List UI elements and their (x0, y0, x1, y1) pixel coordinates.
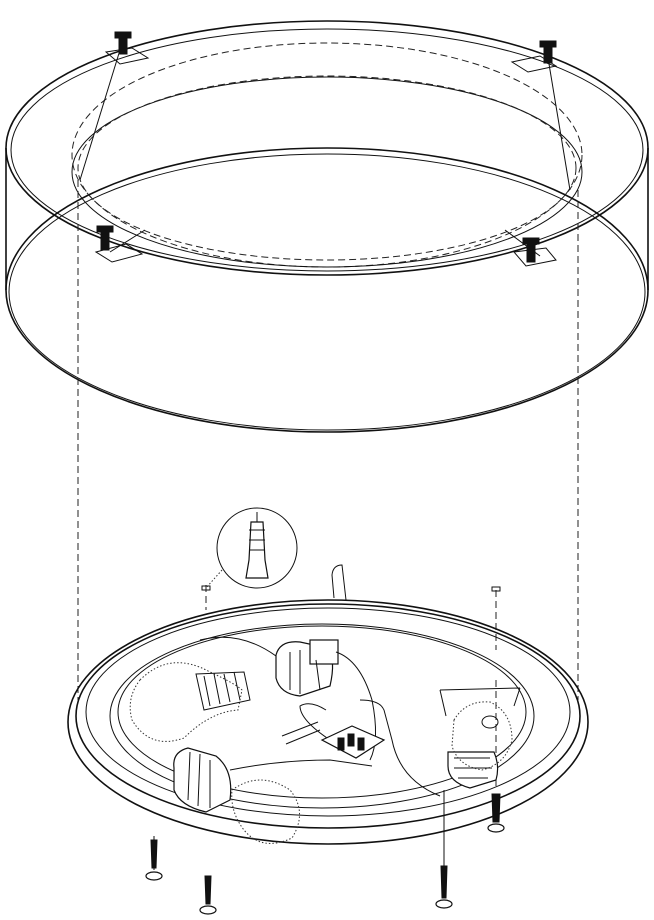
wall-plug-detail (201, 507, 501, 592)
shade-screw-top-left (104, 31, 150, 65)
shade-screw-top-right (510, 40, 558, 73)
shade-screw-bottom-left (94, 225, 144, 263)
wood-screw-left (145, 836, 163, 881)
alignment-guides (77, 180, 579, 790)
terminal-block (320, 725, 386, 759)
base-plate (67, 564, 589, 845)
wood-screw-center (199, 875, 217, 915)
wood-screw-right-long (435, 790, 453, 909)
lamp-socket-left (173, 747, 232, 813)
lamp-socket-right (447, 751, 499, 789)
internal-wiring (199, 636, 441, 797)
wood-screw-right (487, 793, 505, 833)
light-bulb-right (439, 687, 521, 771)
light-bulb-left (231, 779, 300, 844)
lamp-socket-top (275, 639, 339, 697)
light-bulb-top (129, 662, 251, 742)
shade-screw-bottom-right (513, 237, 557, 267)
